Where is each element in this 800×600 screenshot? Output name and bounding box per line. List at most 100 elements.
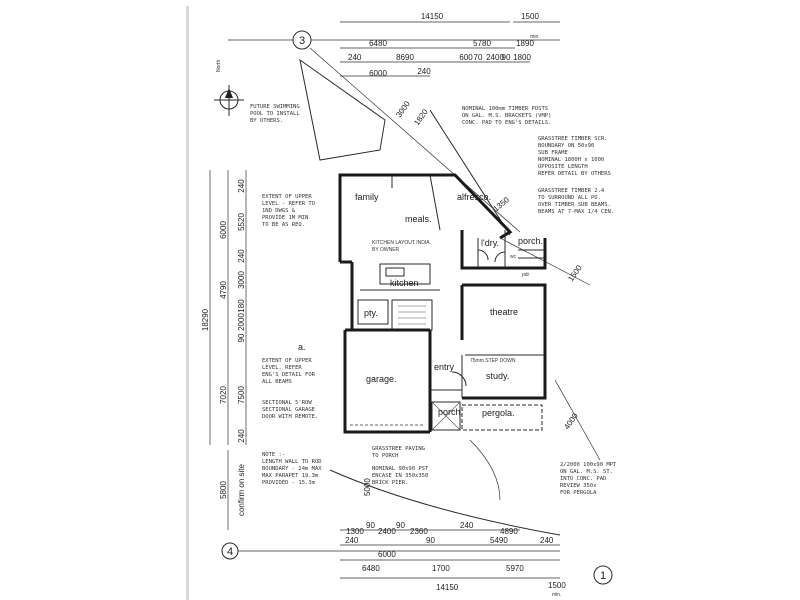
svg-text:CONC. PAD TO ENG'S DETAILS.: CONC. PAD TO ENG'S DETAILS. [462, 120, 551, 126]
bottom-dim-row1-g: 4890 [500, 527, 518, 536]
svg-text:EXTENT OF UPPER: EXTENT OF UPPER [262, 358, 312, 364]
room-label-pantry: pty. [364, 308, 378, 318]
svg-text:NOMINAL 1800H x 1000: NOMINAL 1800H x 1000 [538, 157, 604, 163]
grid-marker-bottom-left: 4 [221, 542, 560, 560]
svg-text:DOOR WITH REMOTE.: DOOR WITH REMOTE. [262, 414, 318, 420]
pool-outline [299, 58, 386, 161]
top-dim-row2-e: 2400 [486, 53, 504, 62]
note-right-2: GRASSTREE TIMBER 2.4 TO SURROUND ALL PO.… [538, 188, 614, 215]
left-dim-inner-2: 5520 [237, 213, 246, 231]
svg-text:GRASSTREE TIMBER 2.4: GRASSTREE TIMBER 2.4 [538, 188, 605, 194]
svg-text:EXTENT OF UPPER: EXTENT OF UPPER [262, 194, 312, 200]
left-dim-outer-2: 4790 [219, 281, 228, 299]
top-dim-offset-note: min. [530, 34, 539, 40]
grid-marker-top: 3 [228, 30, 560, 50]
bottom-dimension-block: 1300 90 2400 90 2360 240 4890 240 6000 9… [340, 521, 566, 598]
left-dim-inner-1: 240 [237, 179, 246, 193]
top-dimension-block: 14150 1500 min. 6480 5780 1890 240 8690 … [340, 12, 560, 78]
svg-text:REVIEW 350x: REVIEW 350x [560, 483, 597, 489]
bottom-dim-row1-f: 240 [460, 521, 474, 530]
kitchen-note-line-1: KITCHEN LAYOUT INDIA. [372, 240, 431, 246]
room-label-alfresco: alfresco. [457, 192, 491, 202]
left-dim-overall: 18290 [201, 308, 210, 331]
bottom-dim-offset-note: min. [552, 592, 561, 598]
room-label-entry: entry [434, 362, 455, 372]
svg-text:ENG'S DETAIL FOR: ENG'S DETAIL FOR [262, 372, 316, 378]
note-left-1: EXTENT OF UPPER LEVEL - REFER TO 1ND DWG… [262, 194, 315, 228]
room-label-theatre: theatre [490, 307, 518, 317]
room-label-study: study. [486, 371, 509, 381]
top-dim-row3-b: 240 [417, 67, 431, 76]
svg-text:INTO CONC. PAD: INTO CONC. PAD [560, 476, 606, 482]
bottom-dim-row3-c: 5970 [506, 564, 524, 573]
svg-text:SECTIONAL GARAGE: SECTIONAL GARAGE [262, 407, 315, 413]
svg-text:REFER DETAIL BY OTHERS: REFER DETAIL BY OTHERS [538, 171, 611, 177]
left-dim-inner-8: 7500 [237, 386, 246, 404]
room-label-pdr: pdr [522, 272, 530, 278]
top-dim-offset: 1500 [521, 12, 539, 21]
room-label-family: family [355, 192, 379, 202]
note-bottom-right: 2/2000 100x90 MPT ON GAL. M.S. ST. INTO … [560, 462, 617, 496]
svg-text:BOUNDARY - 24m MAX: BOUNDARY - 24m MAX [262, 466, 322, 472]
svg-text:MAX PARAPET 19.3m: MAX PARAPET 19.3m [262, 473, 319, 479]
kitchen-note-line-2: BY OWNER [372, 247, 400, 253]
svg-text:BOUNDARY ON 50x90: BOUNDARY ON 50x90 [538, 143, 594, 149]
left-dim-site-note: confirm on site [237, 463, 246, 516]
svg-text:TO PORCH: TO PORCH [372, 453, 399, 459]
bottom-dim-row2-a: 240 [345, 536, 359, 545]
bottom-dim-row1-b: 90 [366, 521, 375, 530]
bottom-dim-row1-e: 2360 [410, 527, 428, 536]
room-label-ldry: l'dry. [481, 238, 499, 248]
room-label-garage: garage. [366, 374, 397, 384]
top-dim-row1-a: 6480 [369, 39, 387, 48]
north-arrow: North [214, 60, 244, 116]
svg-text:GRASSTREE TIMBER SCR.: GRASSTREE TIMBER SCR. [538, 136, 608, 142]
note-bottom-2: NOMINAL 90x90 PST ENCASE IN 350x350 BRIC… [372, 466, 429, 486]
svg-text:NOMINAL 90x90 PST: NOMINAL 90x90 PST [372, 466, 429, 472]
bottom-dim-row2-c: 90 [426, 536, 435, 545]
bottom-dim-row2-b: 6000 [378, 550, 396, 559]
left-dim-outer-1: 6000 [219, 221, 228, 239]
room-label-wc: wc [510, 254, 517, 260]
svg-text:LEVEL - REFER TO: LEVEL - REFER TO [262, 201, 315, 207]
svg-text:FOR PERGOLA: FOR PERGOLA [560, 490, 597, 496]
bottom-dim-row1-d: 90 [396, 521, 405, 530]
grid-label-top: 3 [299, 35, 305, 47]
left-dimension-block: 18290 6000 4790 7020 240 5520 240 3000 1… [201, 170, 247, 530]
svg-text:NOTE :-: NOTE :- [262, 452, 285, 458]
svg-text:ON GAL. M.S. ST.: ON GAL. M.S. ST. [560, 469, 613, 475]
svg-text:TO SURROUND ALL PO.: TO SURROUND ALL PO. [538, 195, 601, 201]
note-left-2: EXTENT OF UPPER LEVEL. REFER ENG'S DETAI… [262, 358, 316, 385]
grid-marker-bottom-right: 1 [593, 565, 613, 585]
room-label-porch-bottom: porch. [438, 407, 463, 417]
top-dim-row2-a: 240 [348, 53, 362, 62]
svg-text:ENCASE IN 350x350: ENCASE IN 350x350 [372, 473, 428, 479]
svg-text:PROVIDE 1M MIN: PROVIDE 1M MIN [262, 215, 308, 221]
bottom-dim-row1-c: 2400 [378, 527, 396, 536]
room-label-porch-top: porch. [518, 236, 543, 246]
paper-fold [186, 6, 189, 600]
svg-text:OVER TIMBER SUB BEAMS.: OVER TIMBER SUB BEAMS. [538, 202, 611, 208]
bottom-dim-row3-a: 6480 [362, 564, 380, 573]
svg-text:NOMINAL 100mm TIMBER POSTS: NOMINAL 100mm TIMBER POSTS [462, 106, 548, 112]
top-dim-row2-c: 600 [459, 53, 473, 62]
svg-text:2/2000 100x90 MPT: 2/2000 100x90 MPT [560, 462, 617, 468]
svg-text:1ND DWGS &: 1ND DWGS & [262, 208, 296, 214]
top-dim-row2-f: 90 [502, 53, 511, 62]
top-dim-row1-c: 1890 [516, 39, 534, 48]
left-dim-inner-4: 3000 [237, 271, 246, 289]
left-dim-outer-3: 7020 [219, 386, 228, 404]
building-walls [338, 173, 547, 434]
room-label-pergola: pergola. [482, 408, 515, 418]
svg-text:BEAMS AT 7-MAX 1/4 CEN.: BEAMS AT 7-MAX 1/4 CEN. [538, 209, 614, 215]
left-dim-inner-3: 240 [237, 249, 246, 263]
left-dim-site-value: 5800 [219, 481, 228, 499]
room-labels: family meals. alfresco. l'dry. porch. wc… [298, 192, 543, 418]
note-left-4: NOTE :- LENGTH WALL TO ROD BOUNDARY - 24… [262, 452, 322, 486]
diag-dim-6: 5000 [363, 478, 372, 496]
svg-text:POOL TO INSTALL: POOL TO INSTALL [250, 111, 300, 117]
svg-text:LEVEL. REFER: LEVEL. REFER [262, 365, 302, 371]
svg-text:GRASSTREE PAVING: GRASSTREE PAVING [372, 446, 425, 452]
room-label-kitchen: kitchen [390, 278, 419, 288]
